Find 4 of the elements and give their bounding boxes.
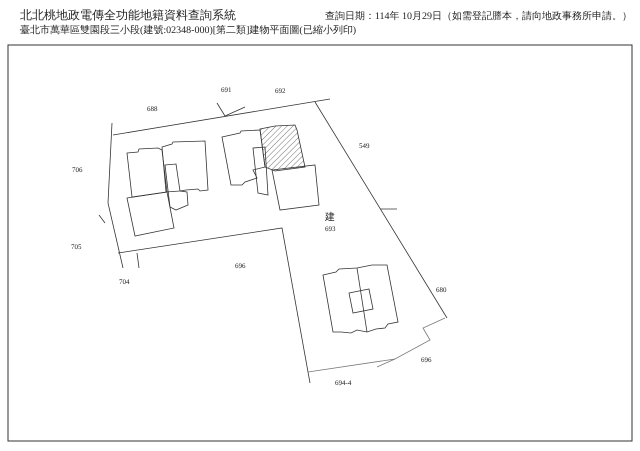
page-title: 北北桃地政電傳全功能地籍資料查詢系統 — [20, 9, 236, 21]
query-date-note: 查詢日期：114年 10月29日（如需登記謄本，請向地政事務所申請。） — [324, 12, 632, 22]
building-mark: 建 — [325, 213, 335, 223]
document-subtitle: 臺北市萬華區雙園段三小段(建號:02348-000)[第二類]建物平面圖(已縮小列印) — [20, 26, 356, 36]
